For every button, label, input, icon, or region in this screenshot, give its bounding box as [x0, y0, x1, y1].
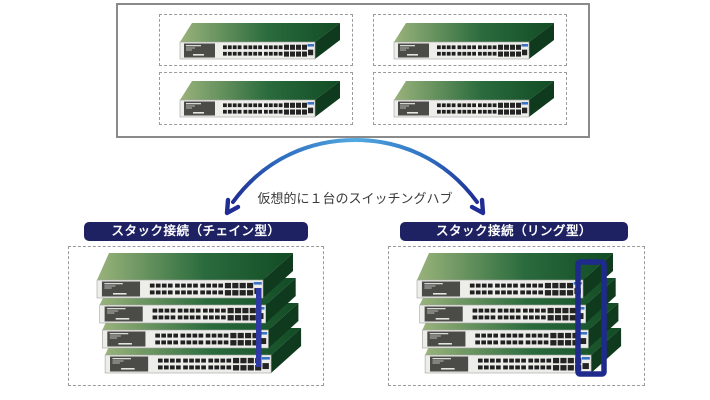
chain-stack-header: スタック接続（チェイン型） — [84, 222, 308, 241]
standalone-switch-cell-2 — [373, 14, 567, 66]
standalone-switch-cell-3 — [159, 72, 353, 125]
chain-stack-box — [68, 246, 324, 386]
standalone-switch-cell-4 — [373, 72, 567, 125]
ring-stack-box — [388, 246, 645, 386]
standalone-switch-cell-1 — [159, 14, 353, 66]
ring-stack-header: スタック接続（リング型） — [400, 222, 628, 241]
arrow-caption: 仮想的に１台のスイッチングハブ — [257, 191, 453, 206]
